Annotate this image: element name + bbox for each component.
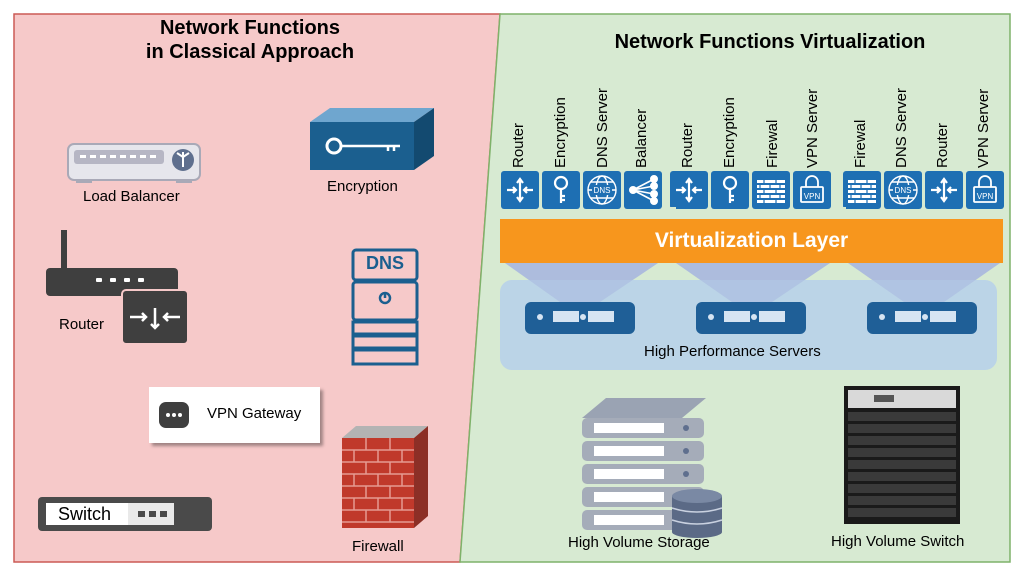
load-balancer-icon: [67, 143, 201, 183]
virtualization-layer-bar: [500, 219, 1003, 263]
dns-icon-text: DNS: [594, 186, 611, 195]
classical-title-line2: in Classical Approach: [145, 41, 355, 63]
vpn-gateway-icon: [159, 402, 189, 428]
server-unit: [696, 302, 806, 334]
nfv-title: Network Functions Virtualization: [614, 31, 926, 53]
encryption-icon: [310, 108, 434, 170]
router-icon: [925, 171, 963, 209]
vpn-icon-text: VPN: [977, 192, 994, 201]
switch-volume-label: High Volume Switch: [831, 533, 965, 550]
dns-globe-icon: DNS: [583, 171, 621, 209]
load-balancer-label: Load Balancer: [83, 188, 180, 205]
switch-device-icon: Switch: [38, 497, 212, 531]
router-device-icon: [46, 230, 189, 345]
vpn-lock-icon: VPN: [966, 171, 1004, 209]
vpn-icon-text: VPN: [804, 192, 821, 201]
dns-badge-label: DNS: [365, 253, 404, 273]
firewall-label: Firewall: [352, 538, 404, 555]
router-icon: [670, 171, 708, 209]
server-unit: [867, 302, 977, 334]
classical-title: Network Functions in Classical Approach: [60, 16, 440, 64]
switch-front-panel: Switch: [46, 503, 174, 525]
router-icon: [501, 171, 539, 209]
switch-label: Switch: [58, 504, 112, 524]
firewall-icon: [342, 426, 428, 528]
key-icon: [542, 171, 580, 209]
servers-label: High Performance Servers: [644, 343, 821, 360]
firewall-icon: [843, 171, 881, 209]
vpn-gateway-card: VPN Gateway: [149, 387, 320, 443]
storage-rack-icon: [582, 398, 723, 538]
router-label: Router: [59, 316, 105, 333]
vpn-lock-icon: VPN: [793, 171, 831, 209]
dns-globe-icon: DNS: [884, 171, 922, 209]
firewall-icon: [752, 171, 790, 209]
dns-server-icon: [351, 248, 419, 366]
encryption-label: Encryption: [327, 178, 398, 195]
virtualization-layer-label: Virtualization Layer: [654, 229, 849, 252]
key-icon: [711, 171, 749, 209]
server-unit: [525, 302, 635, 334]
switch-chassis-icon: [844, 386, 960, 524]
storage-label: High Volume Storage: [568, 534, 710, 551]
vpn-gateway-label: VPN Gateway: [207, 405, 302, 422]
dns-icon-text: DNS: [895, 186, 912, 195]
switch-port-block: [128, 503, 174, 525]
balancer-icon: [624, 171, 662, 209]
classical-title-line1: Network Functions: [159, 17, 340, 39]
